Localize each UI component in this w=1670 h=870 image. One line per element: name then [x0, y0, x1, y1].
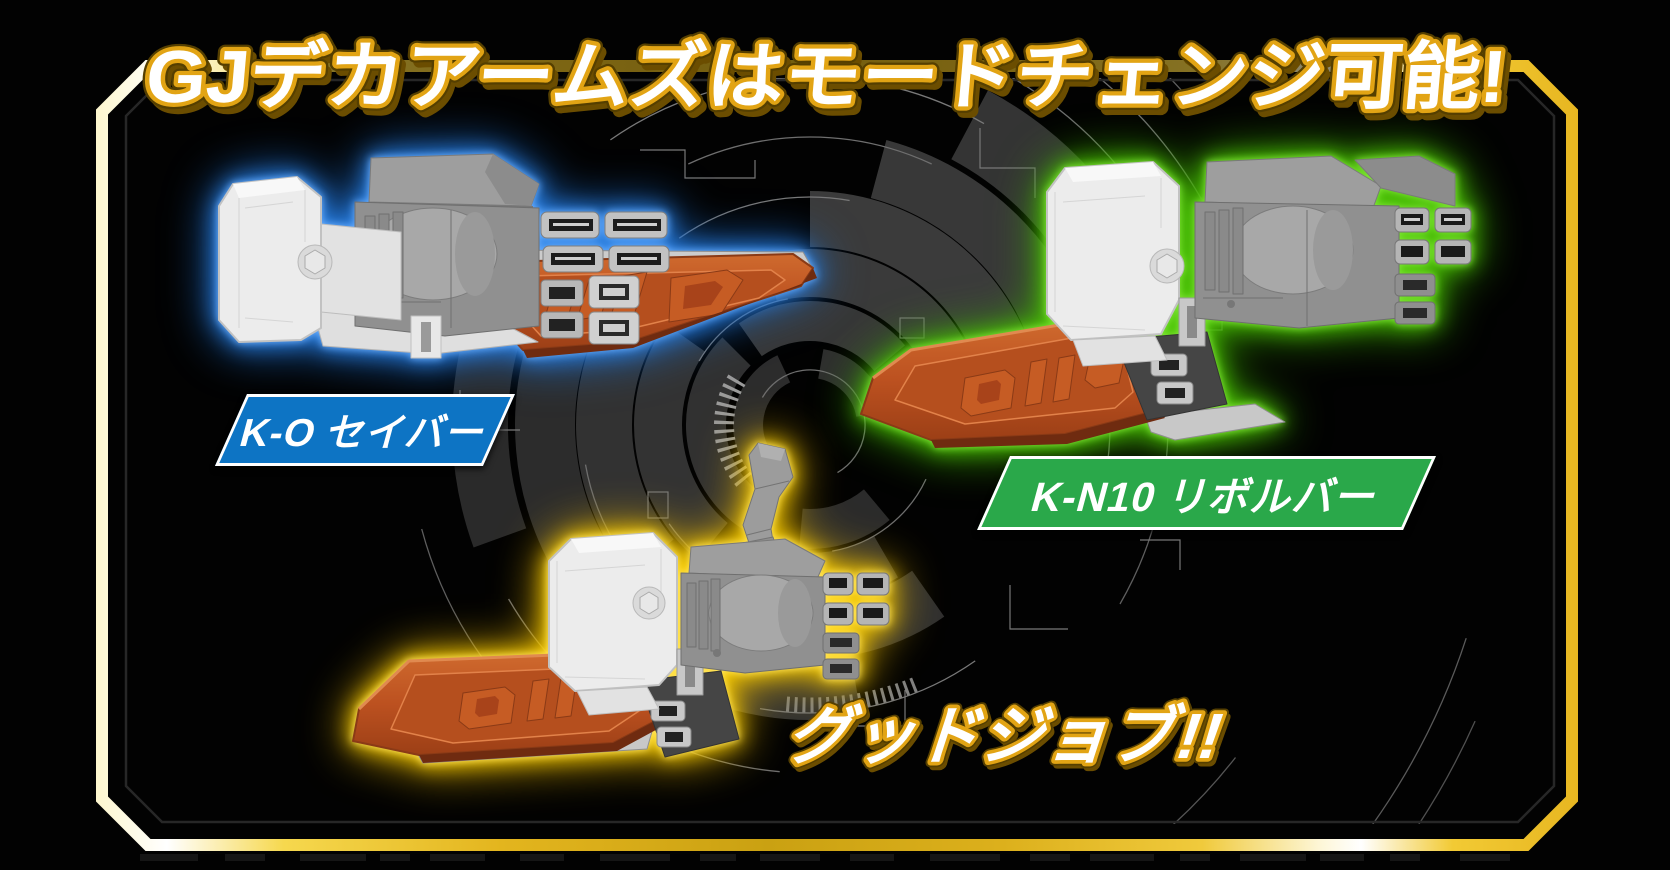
frame-inner-line	[124, 78, 1556, 824]
weapon-saber-mode	[218, 153, 817, 359]
headline: GJデカアームズはモードチェンジ可能! GJデカアームズはモードチェンジ可能! …	[136, 29, 1520, 130]
hex-connector-icon	[1149, 248, 1185, 284]
label-saber-text: K-O セイバー	[235, 412, 493, 455]
headline-shadow: GJデカアームズはモードチェンジ可能!	[147, 41, 1514, 124]
goodjob-side-panel	[638, 670, 740, 758]
goodjob-shadow: グッドジョブ!!	[783, 704, 1236, 775]
hex-connector-icon	[297, 244, 333, 280]
goodjob-callout: グッドジョブ!! グッドジョブ!! グッドジョブ!! グッドジョブ!!	[775, 695, 1241, 780]
goodjob-gatling-body	[680, 538, 890, 680]
headline-dark-rim: GJデカアームズはモードチェンジ可能!	[143, 35, 1510, 118]
revolver-white-stock	[1046, 161, 1206, 367]
headline-text: GJデカアームズはモードチェンジ可能!	[143, 35, 1510, 118]
hex-connector-icon	[632, 586, 666, 620]
label-revolver-mode: K-N10 リボルバー	[977, 456, 1436, 530]
goodjob-gold-outline: グッドジョブ!!	[781, 700, 1234, 771]
label-saber-mode: K-O セイバー	[214, 394, 515, 466]
goodjob-white-stock	[548, 532, 704, 716]
goodjob-text: グッドジョブ!!	[781, 700, 1234, 771]
headline-gold-outline: GJデカアームズはモードチェンジ可能!	[143, 35, 1510, 118]
goodjob-dark-rim: グッドジョブ!!	[781, 700, 1234, 771]
weapon-revolver-mode	[860, 155, 1472, 448]
weapon-goodjob-mode	[352, 442, 890, 764]
saber-barrels	[540, 211, 670, 345]
revolver-barrels	[1394, 207, 1472, 325]
saber-white-stock	[218, 176, 402, 343]
bottom-crop-marks	[140, 854, 1510, 861]
frame-outline	[96, 60, 1578, 851]
label-revolver-text: K-N10 リボルバー	[1026, 474, 1385, 520]
goodjob-barrels	[822, 572, 890, 680]
revolver-gatling-body	[1194, 155, 1472, 329]
